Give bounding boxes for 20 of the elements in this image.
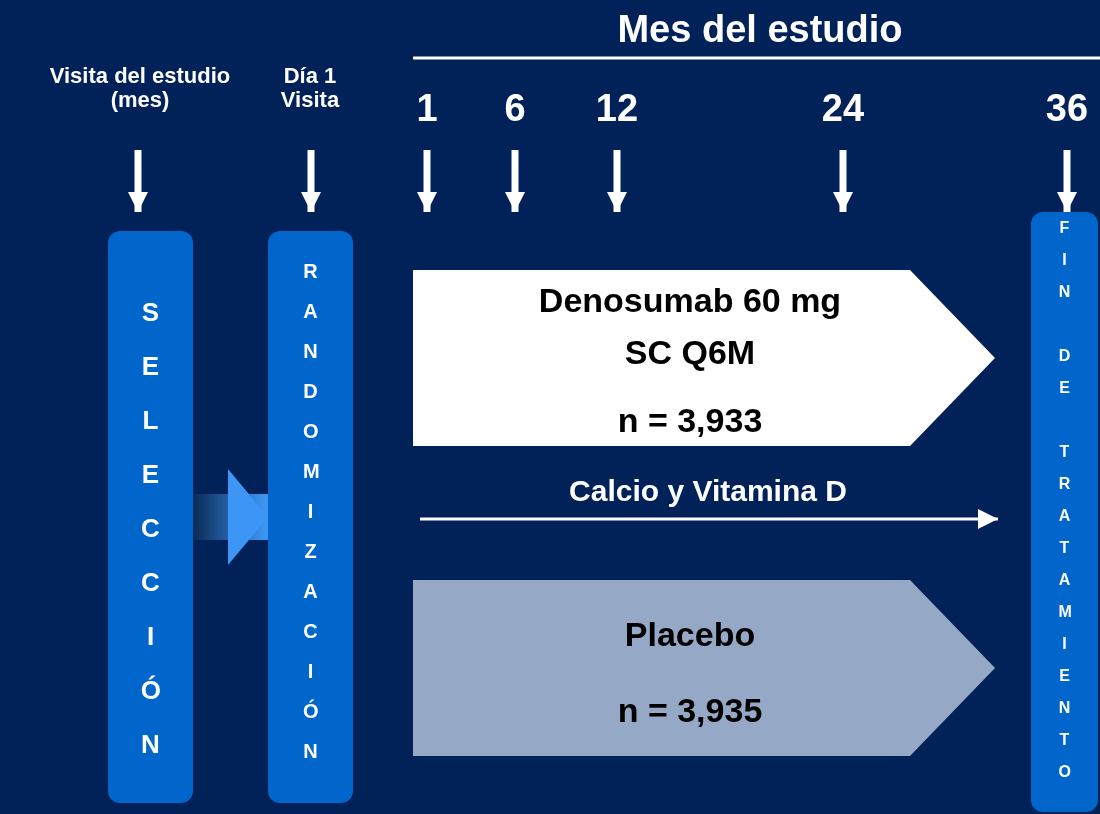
vertical-text: FIN DE TRATAMIENTO (1058, 218, 1071, 782)
block-arrow (193, 469, 268, 565)
title: Mes del estudio (616, 8, 904, 51)
phase-bar (268, 231, 353, 803)
month-number: 24 (821, 88, 865, 130)
vertical-text: SELECCIÓN (140, 296, 161, 761)
phase-bar (108, 231, 193, 803)
arm-name: Denosumab 60 mg SC Q6M (537, 280, 843, 373)
sample-size: n = 3,933 (616, 400, 764, 441)
vertical-text: RANDOMIZACIÓN (303, 259, 318, 764)
month-number: 12 (595, 88, 639, 130)
column-header: Día 1 Visita (279, 63, 341, 112)
month-number: 36 (1045, 88, 1089, 130)
phase-bar (1031, 212, 1098, 812)
arrow-label: Calcio y Vitamina D (568, 474, 848, 508)
arm-name: Placebo (623, 614, 757, 655)
sample-size: n = 3,935 (616, 690, 764, 731)
column-header: Visita del estudio (mes) (48, 63, 232, 112)
month-number: 6 (504, 88, 526, 130)
month-number: 1 (416, 88, 438, 130)
